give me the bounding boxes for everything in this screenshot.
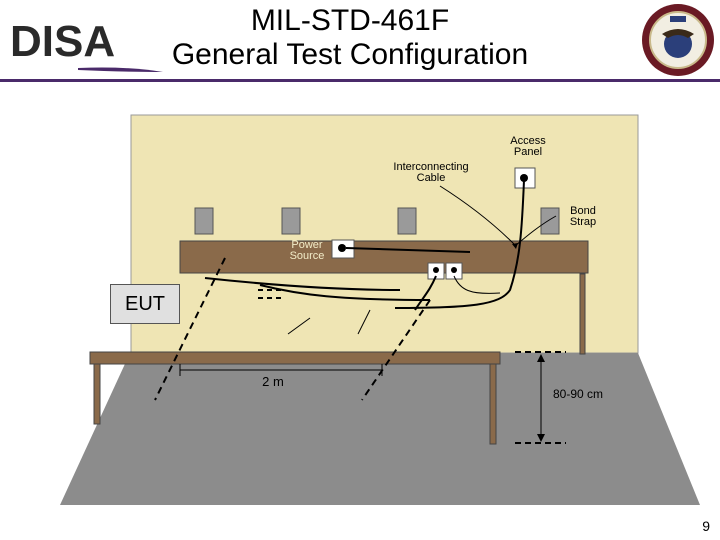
agency-seal-icon	[642, 4, 714, 76]
power-source-label: Power Source	[289, 239, 325, 262]
floor	[60, 353, 700, 505]
logo-text: DISA	[10, 17, 115, 66]
wall-panel	[194, 207, 214, 235]
wall-panel	[540, 207, 560, 235]
bond-strap-label: Bond Strap	[569, 205, 597, 228]
test-bench-top	[89, 351, 501, 365]
eut-box: EUT	[110, 284, 180, 324]
height-label: 80-90 cm	[552, 387, 604, 401]
wall-panel	[397, 207, 417, 235]
title-line-1: MIL-STD-461F	[250, 4, 450, 37]
title-rule	[0, 79, 720, 82]
distance-2m-label: 2 m	[262, 374, 284, 389]
slide-title: MIL-STD-461F General Test Configuration	[170, 4, 530, 72]
disa-logo: DISA	[10, 17, 163, 72]
title-line-2: General Test Configuration	[171, 38, 529, 71]
wall-panel	[281, 207, 301, 235]
access-panel-label: Access Panel	[510, 135, 546, 158]
page-number: 9	[702, 518, 710, 534]
ground-plane-back	[179, 240, 589, 274]
interconnecting-cable-label: Interconnecting Cable	[393, 161, 469, 184]
